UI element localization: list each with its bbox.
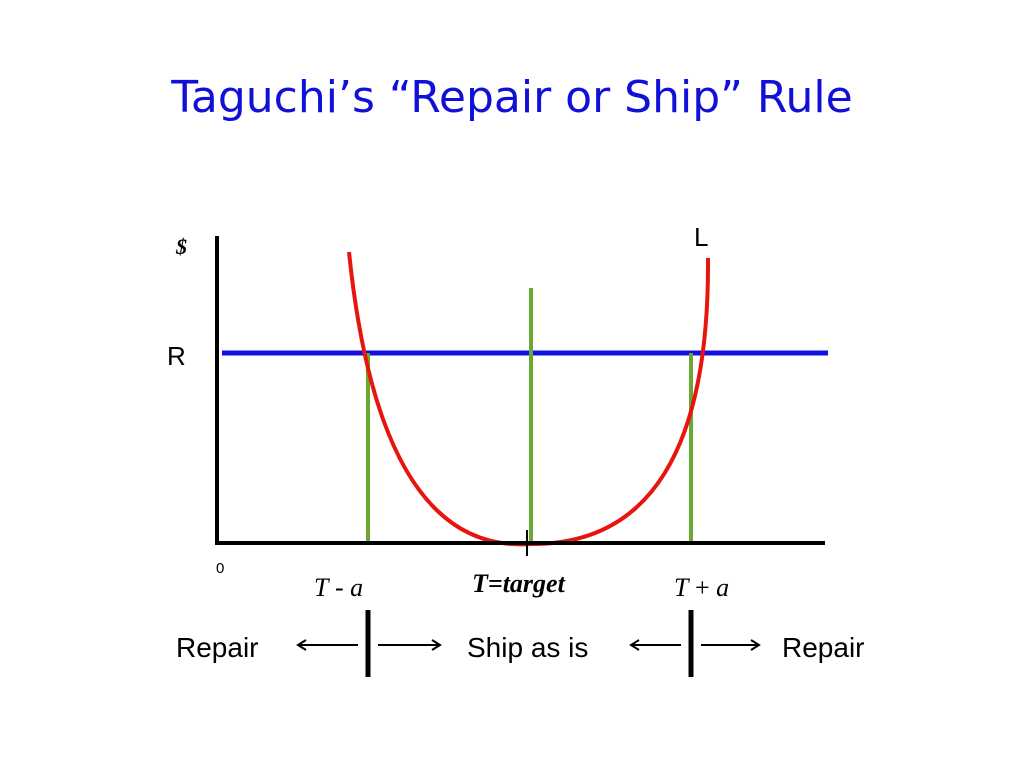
target-label: T=target [472,569,566,598]
y-axis-label: $ [175,234,187,259]
loss-curve [347,251,711,547]
arrow-right-to-ship [378,639,442,651]
zone-middle-label: Ship as is [467,632,588,663]
zone-right-label: Repair [782,632,864,663]
arrow-left-to-repair [296,639,358,651]
arrow-left-to-ship [629,639,681,651]
l-label: L [694,222,708,252]
lower-limit-label: T - a [314,573,363,602]
arrow-right-to-repair [701,639,761,651]
origin-label: 0 [216,560,224,577]
slide-title: Taguchi’s “Repair or Ship” Rule [171,72,853,123]
upper-limit-label: T + a [674,573,729,602]
r-label: R [167,341,186,371]
zone-left-label: Repair [176,632,258,663]
